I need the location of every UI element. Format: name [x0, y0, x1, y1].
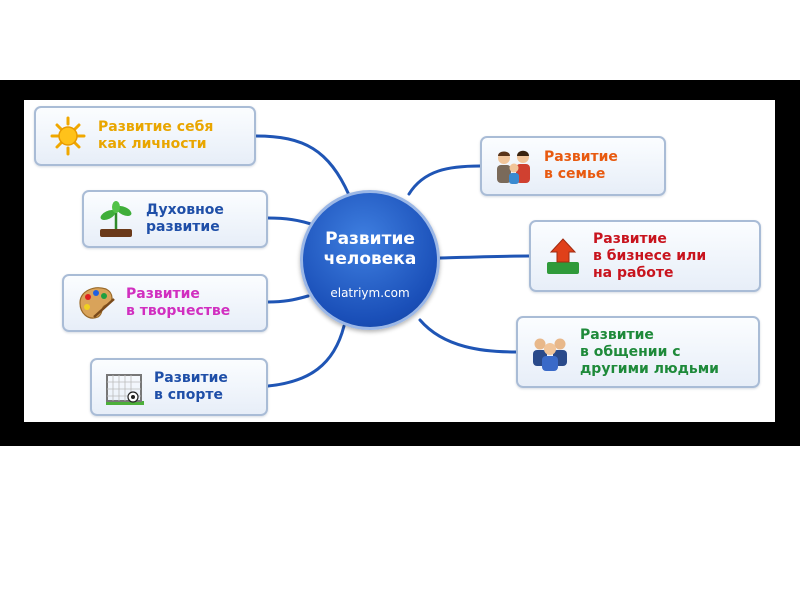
soccer-goal-icon — [106, 374, 144, 405]
node-self-label: Развитие себя как личности — [98, 119, 214, 152]
people-group-icon — [533, 338, 567, 371]
connector-self — [254, 134, 351, 197]
node-self-development[interactable]: Развитие себя как личности — [34, 106, 256, 166]
node-spiritual[interactable]: Духовное развитие — [82, 190, 268, 248]
node-social[interactable]: Развитие в общении с другими людьми — [516, 316, 760, 388]
node-sport-label: Развитие в спорте — [154, 370, 228, 403]
growth-arrow-icon — [547, 238, 579, 274]
connector-spiritual — [266, 216, 316, 227]
node-business-label: Развитие в бизнесе или на работе — [593, 230, 707, 281]
sprout-icon — [100, 201, 132, 237]
connector-lines — [254, 134, 531, 388]
central-node[interactable]: Развитие человека elatriym.com — [300, 190, 440, 330]
node-social-label: Развитие в общении с другими людьми — [580, 326, 719, 377]
node-business[interactable]: Развитие в бизнесе или на работе — [529, 220, 761, 292]
node-spiritual-label: Духовное развитие — [146, 202, 224, 235]
central-title: Развитие человека — [323, 229, 417, 269]
node-family[interactable]: Развитие в семье — [480, 136, 666, 196]
connector-business — [438, 254, 531, 260]
node-family-label: Развитие в семье — [544, 149, 618, 182]
palette-icon — [79, 287, 115, 319]
family-icon — [497, 150, 530, 184]
connector-creative — [266, 294, 310, 304]
connector-social — [418, 318, 518, 354]
node-creative[interactable]: Развитие в творчестве — [62, 274, 268, 332]
connector-sport — [266, 324, 346, 388]
mind-map: Развитие себя как личности Духовное разв… — [24, 100, 775, 422]
sun-icon — [50, 116, 86, 156]
connector-family — [407, 164, 482, 196]
node-sport[interactable]: Развитие в спорте — [90, 358, 268, 416]
node-creative-label: Развитие в творчестве — [126, 286, 231, 319]
website-label: elatriym.com — [330, 286, 410, 300]
